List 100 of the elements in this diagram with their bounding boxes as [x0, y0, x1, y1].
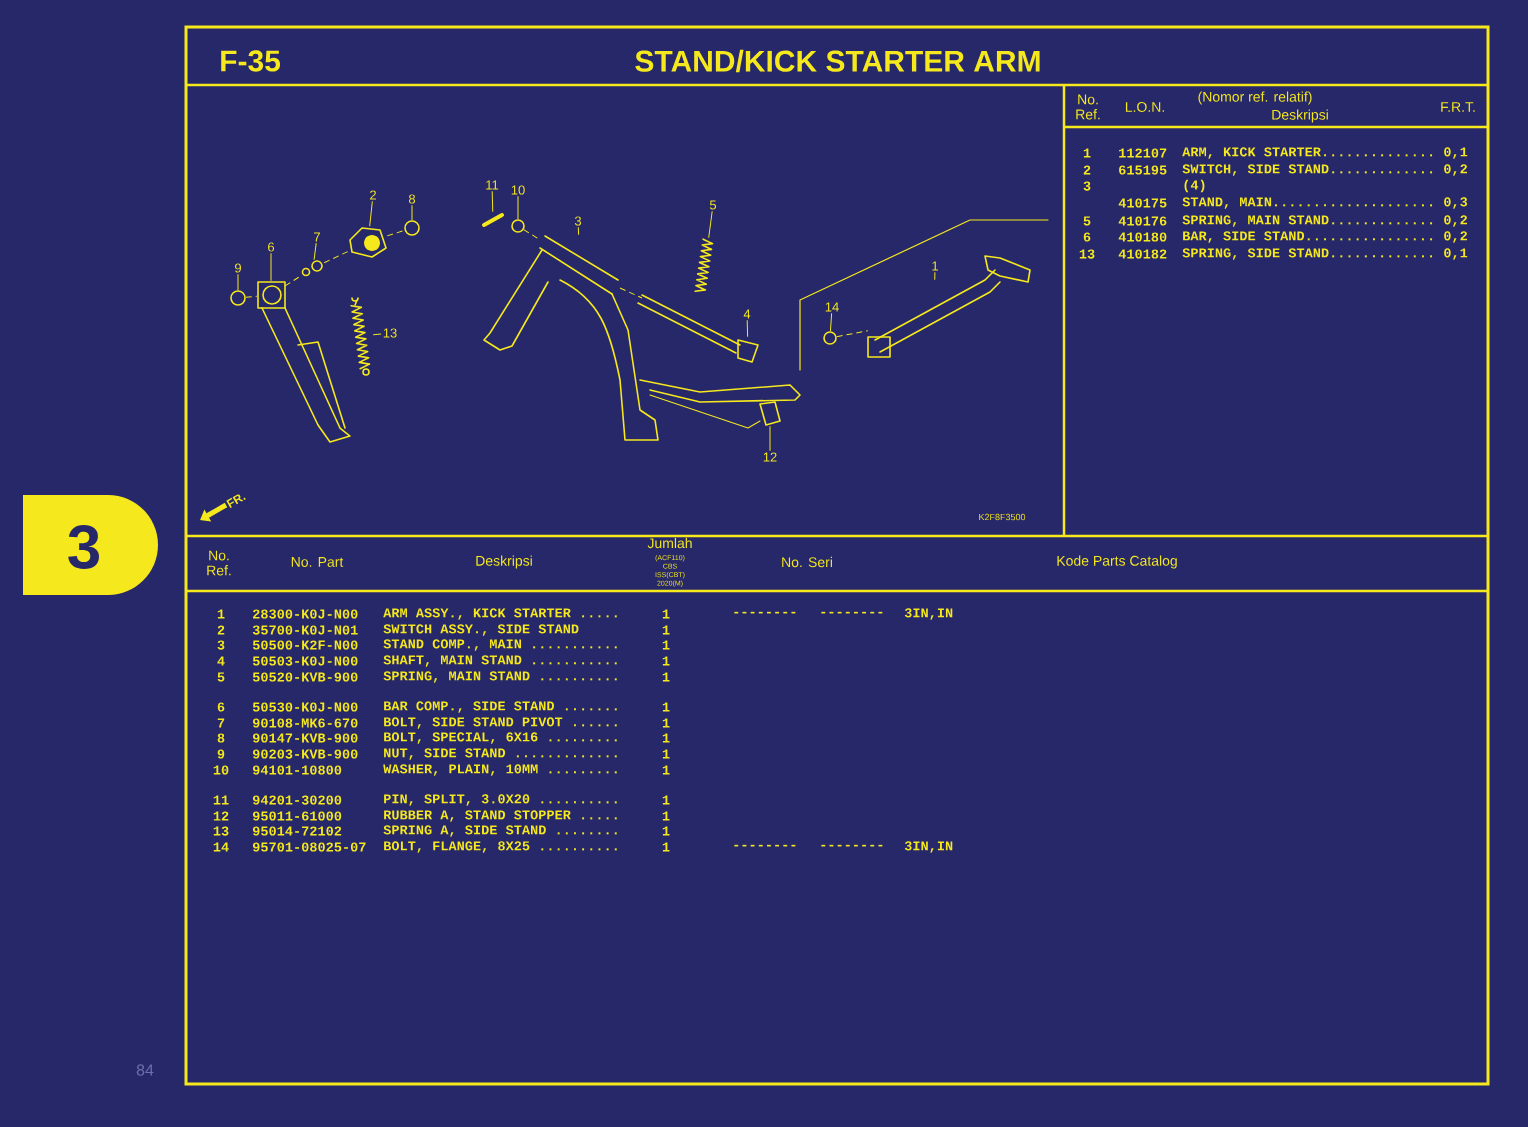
ref-number: 10 [213, 765, 229, 775]
column-header: L.O.N. [1125, 102, 1164, 112]
washer-drawing [404, 220, 420, 236]
ref-number: 13 [1079, 249, 1095, 259]
ref-number: 14 [213, 842, 229, 852]
ref-number: 11 [213, 795, 229, 805]
part-number: 50503-K0J-N00 [252, 656, 358, 666]
leader-line [372, 333, 382, 336]
washer-drawing [823, 331, 837, 345]
ref-number: 2 [217, 625, 225, 635]
ref-number: 9 [217, 749, 225, 759]
description-text: ARM ASSY., KICK STARTER ..... [383, 608, 617, 620]
callout-number: 12 [763, 452, 777, 462]
quantity: 1 [662, 733, 670, 743]
description-text: BOLT, FLANGE, 8X25 .......... [384, 841, 617, 853]
quantity: 1 [662, 826, 670, 836]
description-text: SHAFT, MAIN STAND ........... [383, 655, 617, 667]
description-text: NUT, SIDE STAND ............. [384, 748, 617, 760]
column-header: (Nomor ref. relatif) [1198, 91, 1312, 105]
quantity: 1 [662, 749, 670, 759]
description-text: RUBBER A, STAND STOPPER ..... [384, 810, 617, 822]
frt-value: 0,1 [1444, 248, 1468, 260]
washer-drawing [511, 219, 525, 233]
quantity: 1 [662, 702, 670, 712]
column-header: Kode Parts Catalog [1057, 555, 1177, 569]
ref-number: 2 [1083, 165, 1091, 175]
frt-value: 0,1 [1444, 147, 1468, 159]
ref-number: 8 [217, 733, 225, 743]
part-number: 35700-K0J-N01 [252, 625, 358, 635]
washer-drawing [230, 290, 246, 306]
assembly-line [386, 229, 406, 237]
part-drawing [483, 235, 801, 441]
quantity: 1 [662, 718, 670, 728]
description-text: BAR COMP., SIDE STAND ....... [384, 701, 617, 713]
leader-line [369, 200, 373, 227]
ref-number: 6 [1083, 232, 1091, 242]
figure-code: F-35 [221, 50, 281, 72]
part-drawing [482, 213, 504, 227]
column-header: No. Part [291, 557, 344, 567]
description-text: SPRING, MAIN STAND............. [1182, 215, 1433, 227]
part-number: 90203-KVB-900 [252, 749, 358, 759]
description-text: SPRING A, SIDE STAND ........ [383, 825, 617, 837]
column-header: Deskripsi [476, 555, 532, 569]
quantity: 1 [662, 656, 670, 666]
assembly-line [523, 229, 539, 239]
quantity: 1 [662, 640, 670, 650]
ref-number: 3 [217, 640, 225, 650]
description-text: STAND, MAIN.................... [1182, 197, 1433, 209]
serial-dash: -------- [734, 844, 796, 847]
callout-number: 2 [370, 190, 376, 200]
part-drawing [350, 297, 371, 376]
callout-number: 3 [574, 216, 582, 226]
part-number: 50500-K2F-N00 [252, 640, 358, 650]
description-text: BAR, SIDE STAND................ [1183, 231, 1433, 243]
part-number: 94201-30200 [252, 795, 342, 805]
frt-value: 0,2 [1444, 164, 1467, 176]
leader-line [517, 195, 519, 220]
ref-number: 12 [213, 811, 229, 821]
callout-number: 11 [486, 180, 499, 190]
callout-number: 7 [314, 232, 320, 242]
callout-number: 10 [511, 185, 525, 195]
quantity: 1 [662, 609, 670, 619]
description-text: STAND COMP., MAIN ........... [383, 639, 617, 651]
frt-value: 0,3 [1444, 197, 1468, 209]
ref-number: 13 [213, 826, 229, 836]
part-number: 95701-08025-07 [252, 842, 366, 852]
part-drawing [301, 260, 323, 277]
part-number: 95011-61000 [252, 811, 342, 821]
part-number: 90108-MK6-670 [252, 718, 358, 728]
leader-line [411, 204, 413, 221]
part-number: 50520-KVB-900 [252, 672, 358, 682]
description-text: SWITCH, SIDE STAND............. [1182, 164, 1433, 176]
column-header: No. Seri [782, 556, 832, 568]
assembly-line [836, 330, 869, 338]
serial-dash: -------- [821, 844, 883, 847]
leader-line [313, 242, 317, 261]
column-header: Deskripsi [1272, 109, 1328, 123]
column-header: F.R.T. [1441, 102, 1475, 112]
frt-value: 0,2 [1444, 231, 1467, 243]
leader-line [829, 312, 833, 332]
ref-number: 1 [1083, 148, 1091, 158]
part-number: 95014-72102 [252, 826, 342, 836]
description-text: PIN, SPLIT, 3.0X20 .......... [384, 794, 617, 806]
description-text: ARM, KICK STARTER.............. [1182, 147, 1433, 159]
callout-number: 14 [825, 302, 839, 312]
callout-number: 9 [235, 263, 241, 273]
catalog-code: 3IN,IN [904, 841, 953, 853]
serial-dash: -------- [734, 611, 796, 614]
lon-code: 112107 [1119, 148, 1167, 158]
lon-code: 410175 [1118, 198, 1167, 208]
leader-line [237, 273, 239, 291]
assembly-line [245, 295, 258, 298]
quantity: 1 [662, 625, 670, 635]
quantity: 1 [662, 765, 670, 775]
page-number: 84 [136, 1064, 154, 1076]
assembly-line [323, 250, 350, 264]
leader-line [491, 190, 494, 213]
callout-number: 13 [383, 328, 397, 338]
quantity: 1 [662, 672, 670, 682]
lon-code: 410182 [1118, 249, 1167, 259]
